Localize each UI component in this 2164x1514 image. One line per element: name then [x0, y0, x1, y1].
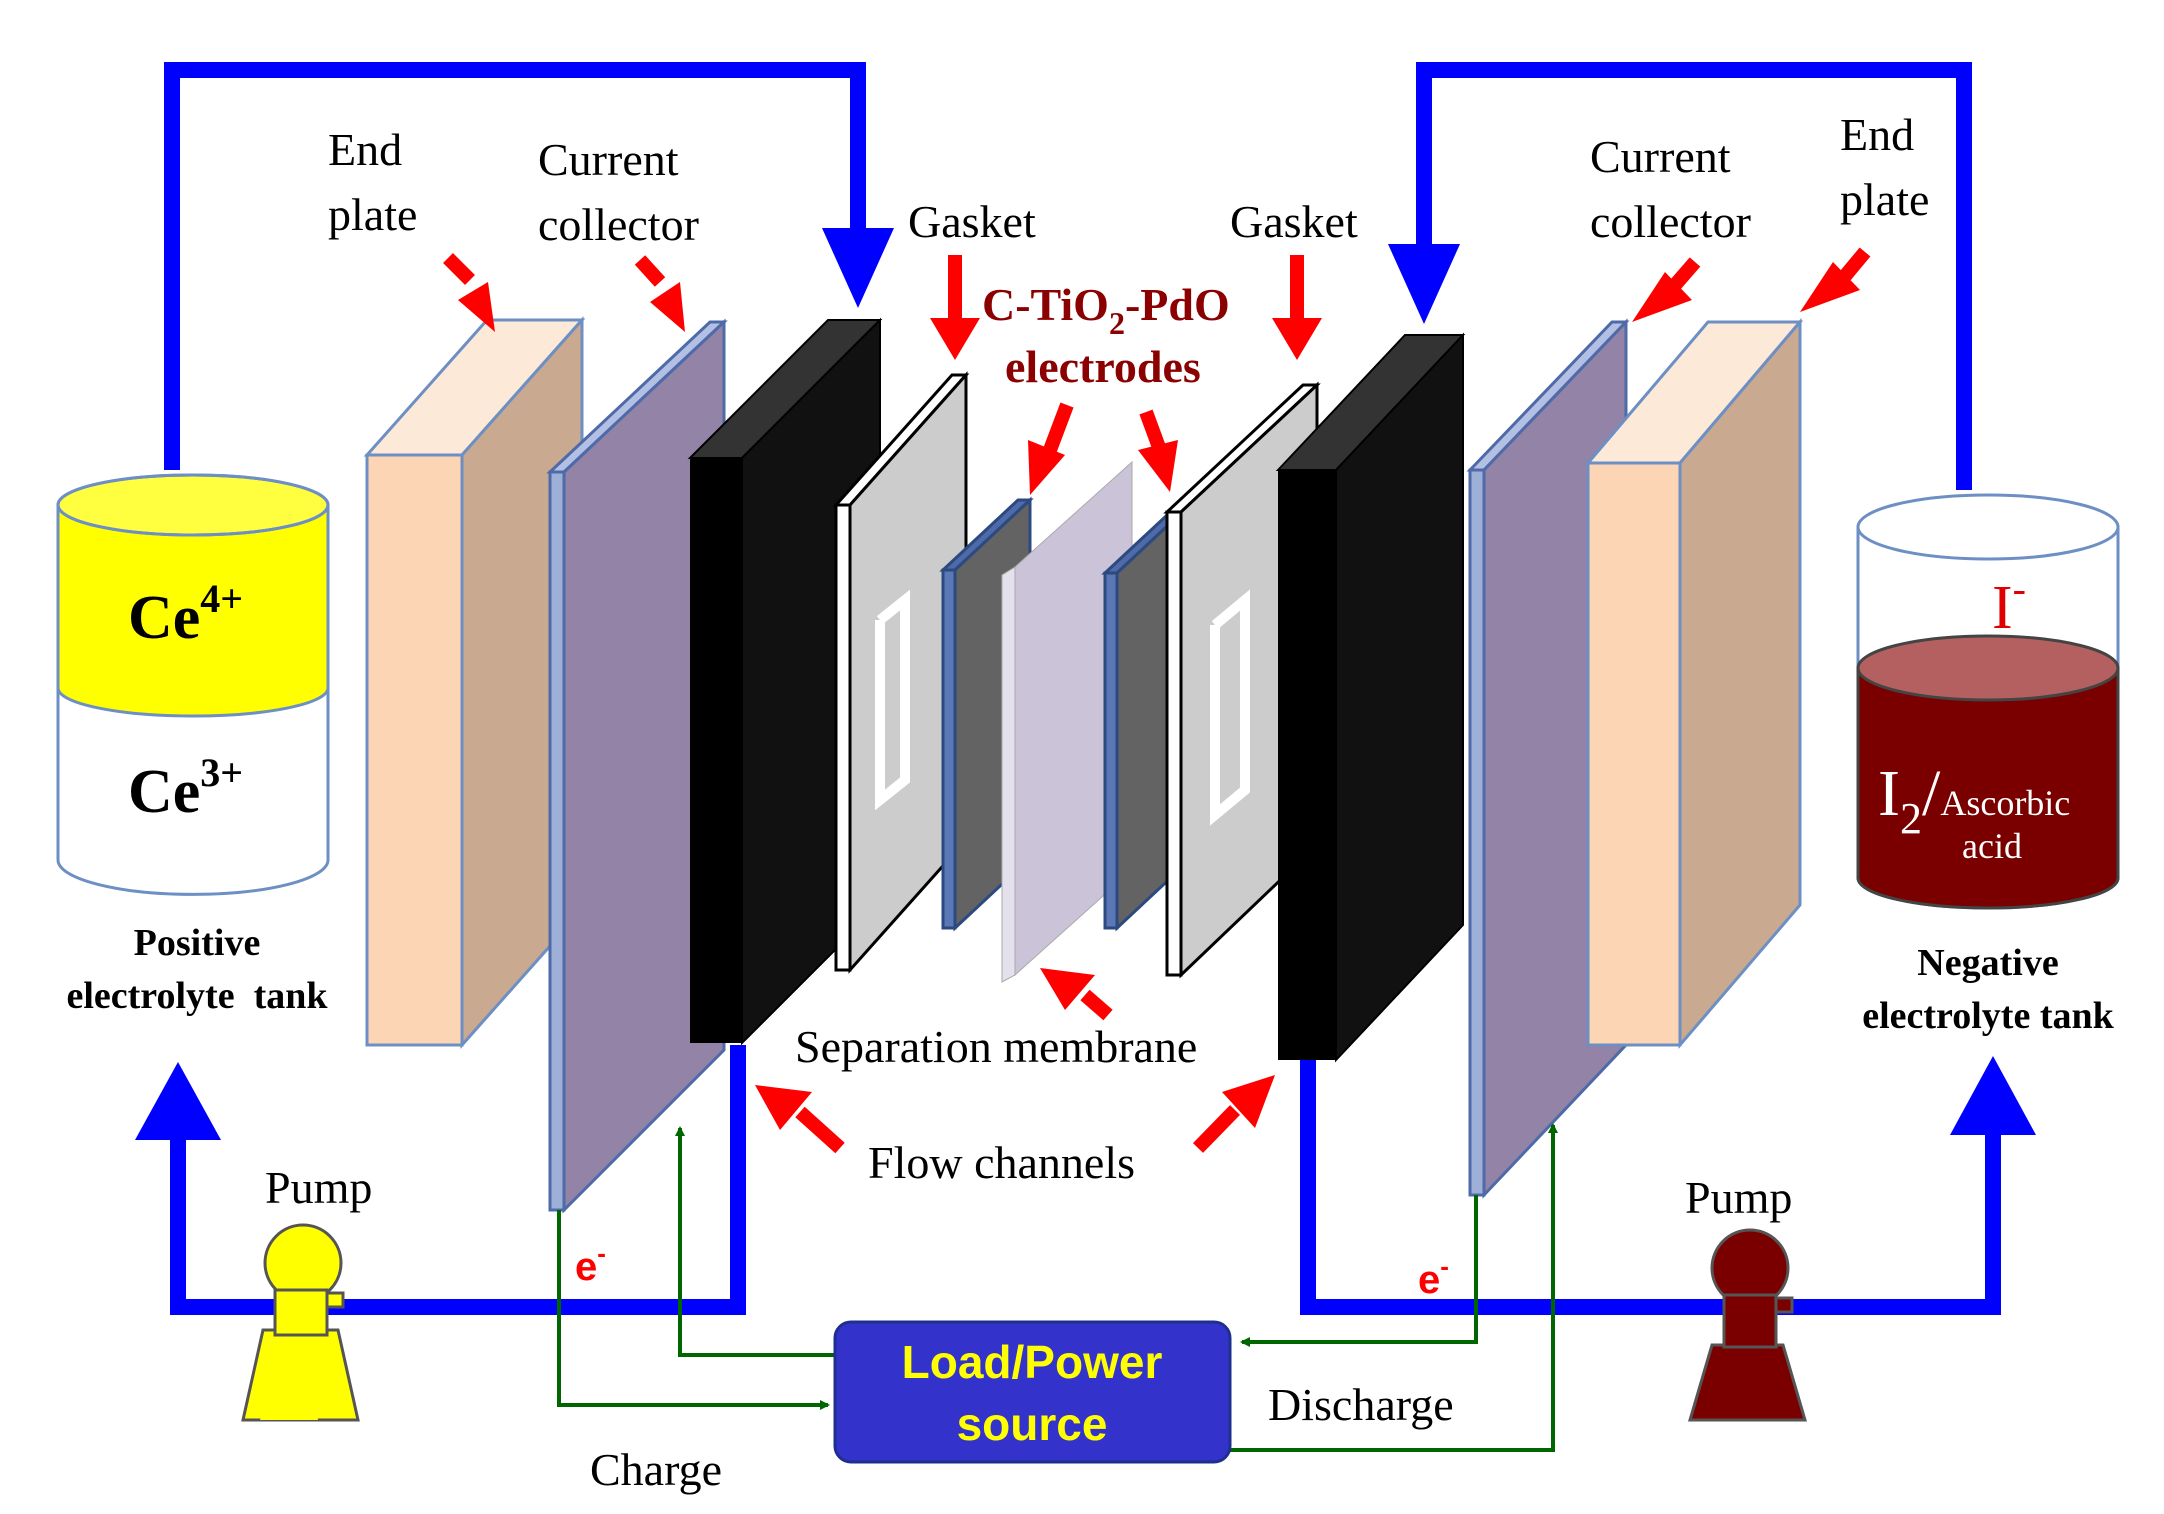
positive-tank-ion-top: Ce4+ — [128, 576, 243, 652]
left-gasket-face — [834, 503, 852, 972]
wire-load-to-right — [1230, 1123, 1558, 1452]
arrow-electrode-right — [1139, 409, 1167, 453]
arrow-flow-right — [1192, 1105, 1241, 1153]
left-end-plate-face — [365, 453, 464, 1047]
arrow-membrane — [1080, 989, 1113, 1021]
negative-tank-label-line2: electrolyte tank — [1862, 995, 2114, 1037]
label-collector-left-line1: Current — [538, 134, 679, 185]
arrow-electrode-left — [1043, 402, 1074, 453]
electrode-label: C-TiO2-PdO electrodes — [982, 279, 1230, 392]
label-electron-right: e- — [1418, 1251, 1449, 1302]
electron-labels: e- e- — [575, 1238, 1449, 1302]
negative-tank-liquid — [1856, 666, 2120, 910]
negative-electrolyte-tank: I- I2/Ascorbic acid Negative electrolyte… — [1856, 493, 2120, 1037]
label-end-plate-left-line2: plate — [328, 189, 417, 240]
right-flow-channel-plate — [1275, 332, 1466, 1063]
positive-electrolyte-tank: Ce4+ Ce3+ Positive electrolyte tank — [56, 473, 330, 1017]
label-electrodes-line1: C-TiO2-PdO — [982, 279, 1230, 341]
arrow-end-plate-left-head — [458, 282, 495, 332]
label-discharge: Discharge — [1268, 1379, 1454, 1430]
arrow-collector-left — [634, 255, 666, 287]
left-pump — [241, 1223, 360, 1422]
negative-tank-rim — [1856, 493, 2120, 561]
label-separation-membrane: Separation membrane — [795, 1021, 1197, 1072]
left-flow-plate-face — [690, 458, 742, 1043]
load-power-source: Load/Power source — [833, 1320, 1232, 1464]
load-power-label-line1: Load/Power — [902, 1336, 1163, 1388]
pipe-arrow-right-bottom — [1950, 1056, 2036, 1135]
negative-tank-ion-acid: acid — [1962, 826, 2022, 866]
wire-charge-left — [557, 1210, 830, 1410]
right-gasket-face — [1165, 510, 1183, 977]
pointer-arrows — [443, 247, 1871, 1154]
pipe-arrow-left-bottom — [135, 1062, 221, 1140]
pipe-left-bottom — [170, 1045, 746, 1315]
label-pump-left: Pump — [265, 1162, 372, 1213]
label-electron-left: e- — [575, 1238, 606, 1289]
label-end-plate-right-line2: plate — [1840, 174, 1929, 225]
negative-tank-ion-top: I- — [1992, 566, 2026, 642]
positive-tank-ce4-liquid — [56, 503, 330, 718]
pipe-arrow-right-top — [1388, 244, 1460, 324]
negative-tank-liquid-top — [1856, 634, 2120, 702]
left-current-collector-face — [548, 470, 566, 1212]
pipe-right-top — [1416, 62, 1972, 490]
wire-right-to-load — [1240, 1195, 1478, 1347]
arrow-flow-left — [795, 1106, 845, 1154]
label-collector-right-line1: Current — [1590, 131, 1731, 182]
label-gasket-left: Gasket — [908, 196, 1036, 247]
left-current-collector — [546, 318, 728, 1214]
label-pump-right: Pump — [1685, 1172, 1792, 1223]
wire-load-to-left — [675, 1126, 835, 1357]
arrow-end-plate-right — [1839, 247, 1871, 281]
right-flow-plate-face — [1278, 470, 1336, 1060]
pipe-left-top — [164, 62, 866, 470]
external-circuit — [557, 1123, 1558, 1452]
positive-tank-label-line1: Positive — [134, 922, 261, 964]
right-current-collector-face — [1468, 468, 1486, 1197]
positive-tank-rim — [56, 473, 330, 537]
label-end-plate-right-line1: End — [1840, 109, 1914, 160]
arrow-collector-right — [1669, 257, 1701, 290]
right-end-plate — [1584, 317, 1804, 1050]
label-collector-right-line2: collector — [1590, 196, 1751, 247]
pipe-right-bottom — [1300, 1055, 2001, 1315]
label-collector-left-line2: collector — [538, 199, 699, 250]
left-electrode-face — [941, 568, 957, 930]
label-gasket-right: Gasket — [1230, 196, 1358, 247]
positive-tank-ion-bottom: Ce3+ — [128, 750, 243, 826]
flow-pipes — [164, 62, 2001, 1315]
right-pump — [1687, 1228, 1808, 1422]
label-charge: Charge — [590, 1444, 722, 1495]
flow-arrowheads — [135, 228, 2036, 1140]
component-labels: End plate Current collector Gasket Gaske… — [265, 109, 1929, 1495]
load-power-box — [833, 1320, 1232, 1464]
negative-tank-ion-main: I2/Ascorbic — [1878, 757, 2070, 843]
right-electrode-face — [1103, 571, 1119, 930]
negative-tank-label-line1: Negative — [1917, 942, 2058, 984]
right-end-plate-face — [1586, 461, 1682, 1047]
pipe-arrow-left-top — [822, 228, 894, 308]
separation-membrane — [1001, 460, 1133, 983]
positive-tank-label-line2: electrolyte tank — [67, 975, 329, 1017]
left-gasket — [832, 371, 970, 974]
arrow-end-plate-left — [443, 253, 475, 285]
load-power-label-line2: source — [957, 1398, 1108, 1450]
label-flow-channels: Flow channels — [868, 1137, 1135, 1188]
label-end-plate-left-line1: End — [328, 124, 402, 175]
label-electrodes-line2: electrodes — [1005, 341, 1201, 392]
